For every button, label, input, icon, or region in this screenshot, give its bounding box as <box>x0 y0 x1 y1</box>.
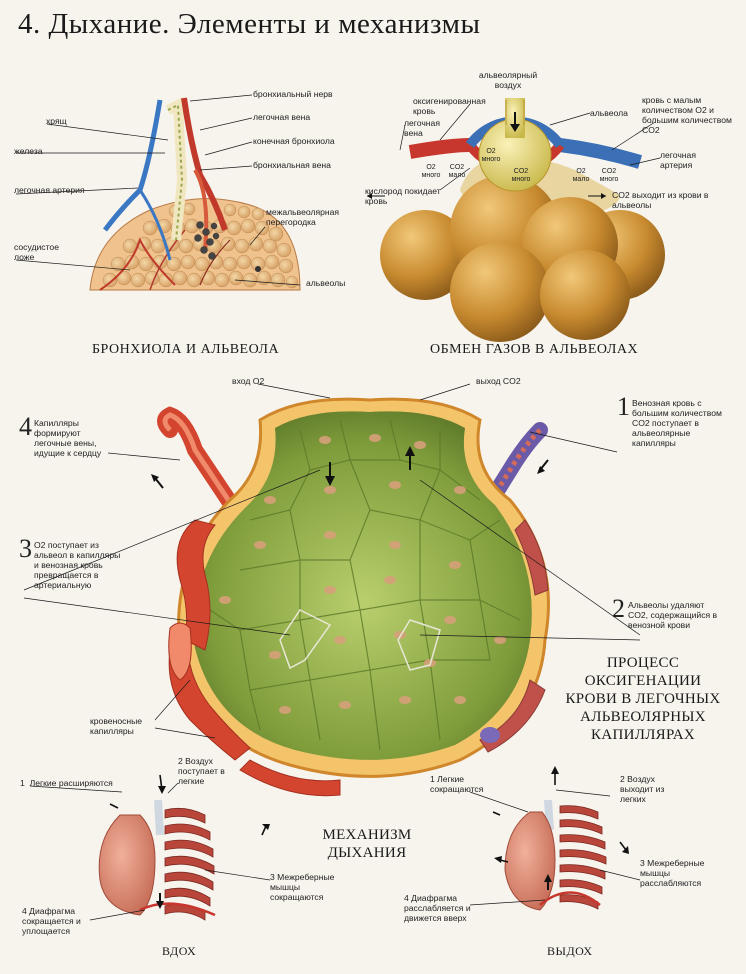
exhale-step-1: 1 Легкие сокращаются <box>430 774 484 794</box>
label-interalveolar-septum: межальвеолярная перегородка <box>266 207 340 227</box>
step-1-text: Венозная кровь с большим количеством CO2… <box>632 398 722 448</box>
label-exchange-pulmonary-artery: легочная артерия <box>660 150 696 170</box>
label-deoxygenated-blood: кровь с малым количеством O2 и большим к… <box>642 95 732 135</box>
label-co2-out: выход CO2 <box>476 376 521 386</box>
step-2-number: 2 <box>612 594 625 623</box>
label-alveoli: альвеолы <box>306 278 346 288</box>
label-oxygenated-blood: оксигенированная кровь <box>413 96 486 116</box>
label-bronchial-nerve: бронхиальный нерв <box>253 89 333 99</box>
step-3-text: O2 поступает из альвеол в капилляры и ве… <box>34 540 121 590</box>
gas-exchange-illustration <box>367 98 665 342</box>
page-title: 4. Дыхание. Элементы и механизмы <box>18 8 481 40</box>
caption-gas-exchange: ОБМЕН ГАЗОВ В АЛЬВЕОЛАХ <box>430 342 639 357</box>
inhale-step-1: 1 Легкие расширяются <box>20 778 113 788</box>
inhale-step-2: 2 Воздух поступает в легкие <box>178 756 225 786</box>
label-o2-in: вход O2 <box>232 376 265 386</box>
step-1-number: 1 <box>617 392 630 421</box>
bronchiole-illustration <box>15 94 301 291</box>
label-pulmonary-artery: легочная артерия <box>14 185 85 195</box>
step-2-text: Альвеолы удаляют CO2, содержащийся в вен… <box>628 600 718 630</box>
step-3-number: 3 <box>19 534 32 563</box>
label-bronchial-vein: бронхиальная вена <box>253 160 331 170</box>
label-alveolar-air: альвеолярный воздух <box>478 70 538 90</box>
label-cartilage: хрящ <box>46 116 67 126</box>
label-exchange-pulmonary-vein: легочная вена <box>404 118 440 138</box>
inhale-step-3: 3 Межреберные мышцы сокращаются <box>270 872 335 902</box>
step-4-number: 4 <box>19 412 32 441</box>
label-pulmonary-vein: легочная вена <box>253 112 311 122</box>
mechanism-title: МЕХАНИЗМ ДЫХАНИЯ <box>322 827 412 861</box>
label-gland: железа <box>14 146 43 156</box>
inhale-illustration <box>29 774 271 921</box>
label-blood-capillaries: кровеносные капилляры <box>90 716 143 736</box>
exhale-step-4: 4 Диафрагма расслабляется и движется вве… <box>404 893 471 923</box>
step-4-text: Капилляры формируют легочные вены, идущи… <box>34 418 102 458</box>
label-co2-leaves: CO2 выходит из крови в альвеолы <box>612 190 709 210</box>
process-title: ПРОЦЕСС ОКСИГЕНАЦИИ КРОВИ В ЛЕГОЧНЫХ АЛЬ… <box>565 655 721 743</box>
caption-inhale: ВДОХ <box>162 944 197 958</box>
label-oxygen-leaves: кислород покидает кровь <box>365 186 441 206</box>
label-vascular-bed: сосудистое ложе <box>14 242 59 262</box>
exhale-step-3: 3 Межреберные мышцы расслабляются <box>640 858 705 888</box>
alveolus-illustration <box>23 383 641 797</box>
inhale-step-4: 4 Диафрагма сокращается и уплощается <box>22 906 81 936</box>
label-alveolus: альвеола <box>590 108 628 118</box>
exhale-illustration <box>469 766 641 911</box>
caption-bronchiole: БРОНХИОЛА И АЛЬВЕОЛА <box>92 342 280 357</box>
caption-exhale: ВЫДОХ <box>547 944 593 958</box>
exhale-step-2: 2 Воздух выходит из легких <box>620 774 665 804</box>
label-terminal-bronchiole: конечная бронхиола <box>253 136 335 146</box>
